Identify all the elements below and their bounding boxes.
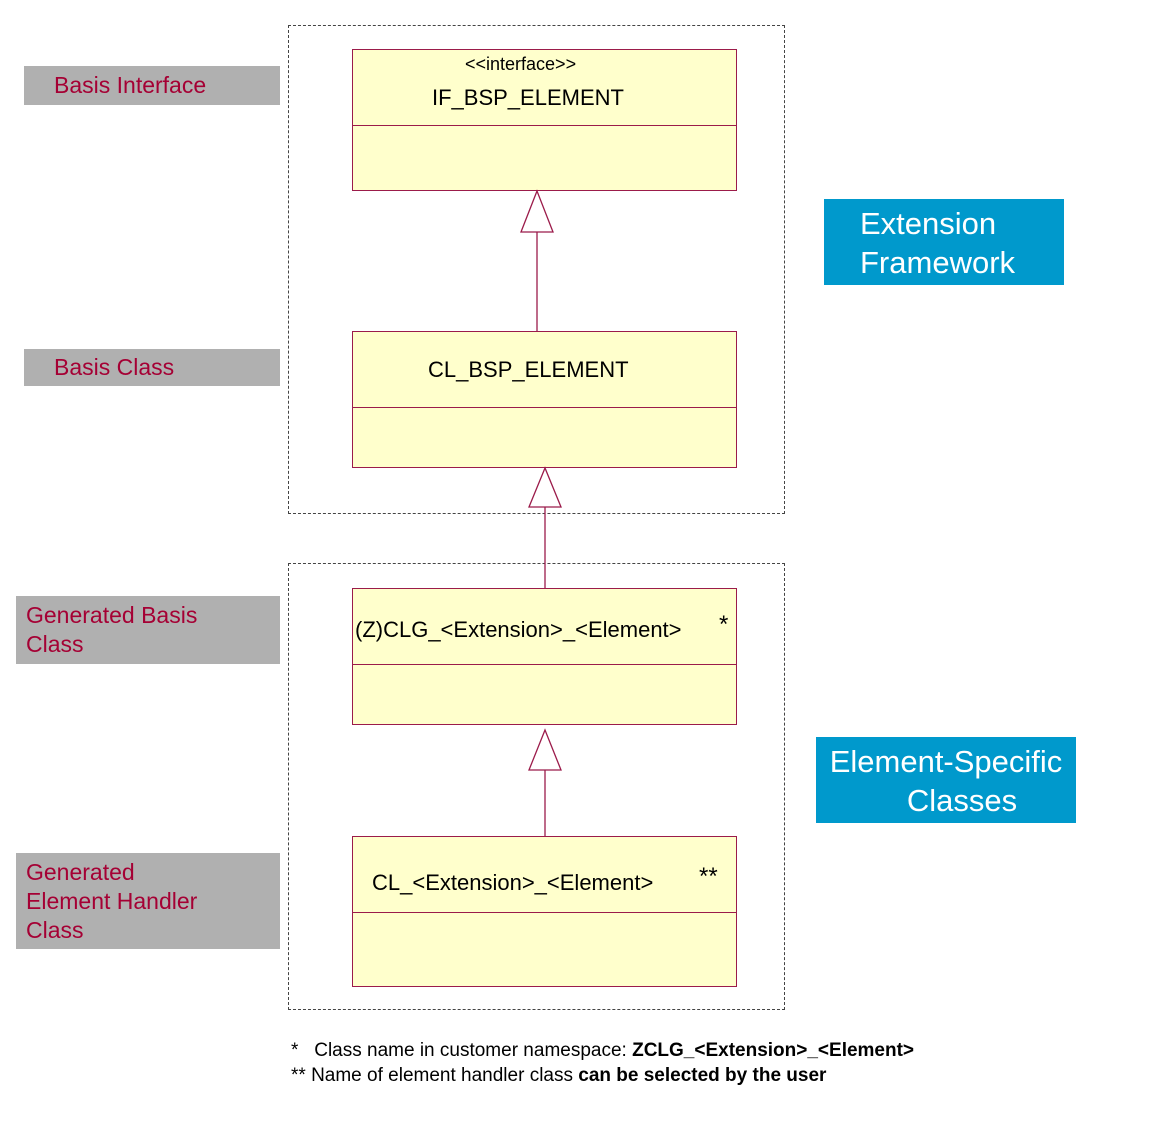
class-zclg-element-mark: * [719, 611, 729, 638]
class-zclg-element: (Z)CLG_<Extension>_<Element> * [352, 588, 737, 725]
package-element-specific [288, 563, 785, 1010]
group-extension-framework-line1: Extension [860, 206, 997, 241]
group-element-specific-classes-line1: Element-Specific [829, 744, 1063, 779]
class-if-bsp-element-name: IF_BSP_ELEMENT [432, 85, 624, 110]
class-cl-element: CL_<Extension>_<Element> ** [352, 836, 737, 987]
footnote-2-text: ** Name of element handler class [291, 1065, 579, 1086]
label-basis-class: Basis Class [24, 349, 280, 386]
footnote-1-text: * Class name in customer namespace: [291, 1040, 633, 1061]
footnote-1: * Class name in customer namespace: ZCLG… [291, 1038, 914, 1063]
class-if-bsp-element-header [353, 50, 736, 126]
package-extension-framework [288, 25, 785, 514]
footnote-2: ** Name of element handler class can be … [291, 1063, 826, 1088]
class-cl-element-mark: ** [699, 863, 718, 890]
label-generated-basis-class-line1: Generated Basis [26, 602, 198, 628]
generalization-arrow-3 [528, 728, 562, 771]
group-extension-framework: Extension Framework [824, 199, 1064, 285]
generalization-arrow-2 [528, 466, 562, 508]
group-element-specific-classes: Element-Specific Classes [816, 737, 1076, 823]
label-generated-element-handler-class-line2: Element Handler [26, 888, 198, 914]
label-basis-interface: Basis Interface [24, 66, 280, 105]
class-cl-bsp-element: CL_BSP_ELEMENT [352, 331, 737, 468]
class-if-bsp-element-stereotype: <<interface>> [465, 54, 577, 74]
class-zclg-element-header [353, 589, 736, 665]
label-generated-element-handler-class: Generated Element Handler Class [16, 853, 280, 949]
generalization-arrow-1 [520, 189, 554, 233]
class-cl-element-header [353, 837, 736, 913]
group-element-specific-classes-line2: Classes [906, 783, 1018, 818]
group-extension-framework-line2: Framework [860, 245, 1016, 280]
label-generated-element-handler-class-line1: Generated [26, 859, 135, 885]
label-generated-element-handler-class-line3: Class [26, 917, 84, 943]
class-cl-bsp-element-name: CL_BSP_ELEMENT [428, 357, 629, 382]
class-cl-bsp-element-header [353, 332, 736, 408]
label-basis-class-text: Basis Class [54, 354, 175, 380]
class-zclg-element-name: (Z)CLG_<Extension>_<Element> [355, 617, 682, 642]
label-generated-basis-class-line2: Class [26, 631, 84, 657]
label-generated-basis-class: Generated Basis Class [16, 596, 280, 664]
class-cl-element-name: CL_<Extension>_<Element> [372, 870, 654, 895]
footnote-2-bold: can be selected by the user [578, 1065, 827, 1086]
footnote-1-bold: ZCLG_<Extension>_<Element> [632, 1040, 915, 1061]
class-if-bsp-element: <<interface>> IF_BSP_ELEMENT [352, 49, 737, 191]
label-basis-interface-text: Basis Interface [54, 72, 207, 98]
